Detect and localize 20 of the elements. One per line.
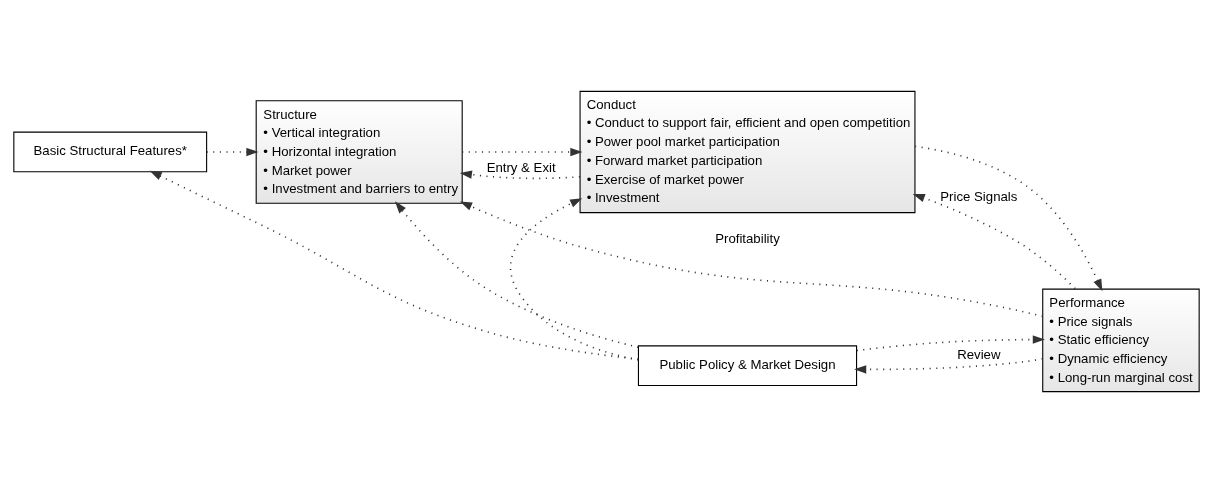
node-box: Basic Structural Features* [13,131,208,173]
arrow [912,193,1076,290]
edge-label: Price Signals [940,189,1018,205]
edge-label: Entry & Exit [486,160,556,176]
arrow [205,147,259,157]
arrow [459,170,581,180]
arrow [459,201,1044,318]
edge-label: Review [957,346,1001,362]
arrow [394,201,639,349]
arrow [149,170,640,360]
arrow [461,147,583,157]
arrow [854,358,1044,374]
node-box: Structure • Vertical integration • Horizontal integration • Market power • Investment and barriers to entry [255,100,463,204]
arrow [509,198,640,361]
node-box: Public Policy & Market Design [637,345,858,387]
node-box: Performance • Price signals • Static efficiency • Dynamic efficiency • Long-run marginal cost [1042,288,1200,393]
arrow [855,335,1045,352]
node-box: Conduct • Conduct to support fair, efficient and open competition • Power pool market participation • Forward market participation • Exercise of market power • Investment [579,90,916,214]
arrow [914,145,1103,292]
edge-label: Profitability [715,230,780,246]
